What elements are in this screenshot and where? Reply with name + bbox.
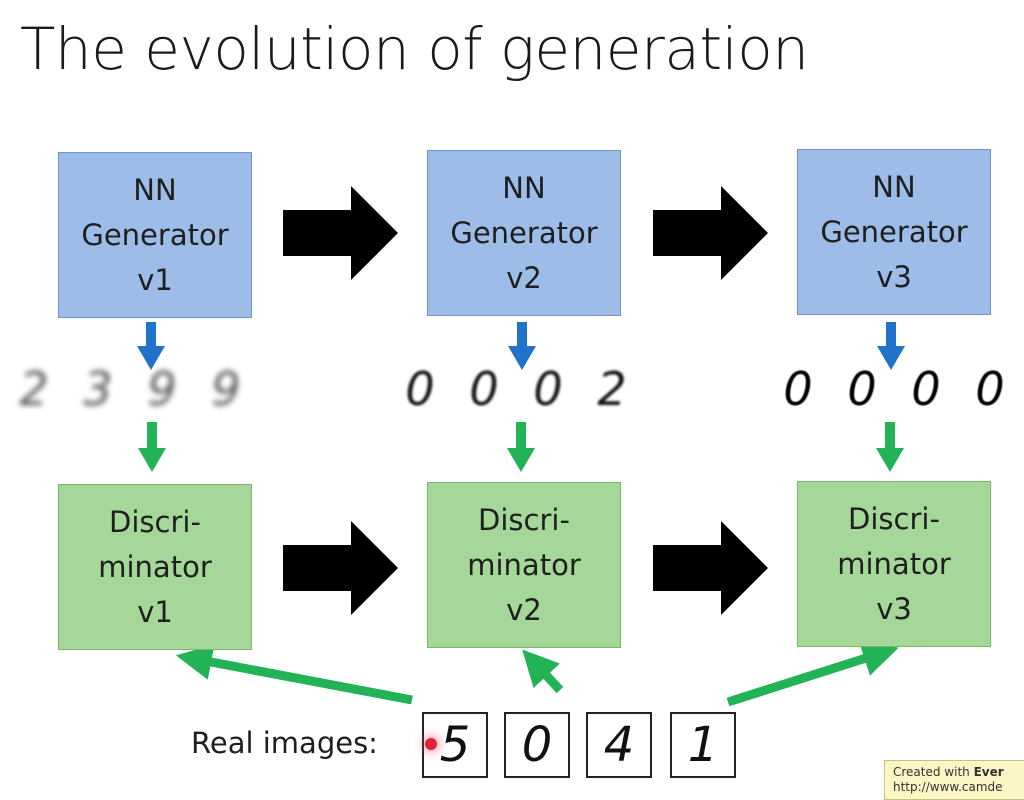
generate-arrow-1 xyxy=(137,322,165,370)
real-image-digit: 1 xyxy=(670,712,736,778)
discriminator-v3-line3: v3 xyxy=(876,591,912,626)
watermark-brand: Ever xyxy=(973,765,1004,779)
discriminator-v1-line2: minator xyxy=(98,549,212,584)
sample-to-disc-arrow-2 xyxy=(507,422,535,472)
real-to-disc-arrow-2 xyxy=(522,649,564,694)
generate-arrow-3 xyxy=(877,322,905,370)
evolution-arrow-gen-1 xyxy=(283,186,398,280)
discriminator-v1-line1: Discri- xyxy=(109,504,201,539)
watermark-url: http://www.camde xyxy=(893,780,1003,794)
evolution-arrow-disc-1 xyxy=(283,521,398,615)
discriminator-v2-line1: Discri- xyxy=(478,502,570,537)
generator-v3-line2: Generator xyxy=(820,214,968,249)
sample-digit: 0 xyxy=(911,362,941,416)
generator-v1-line3: v1 xyxy=(137,262,173,297)
sample-digit: 0 xyxy=(847,362,877,416)
watermark-badge: Created with Ever http://www.camde xyxy=(884,760,1024,800)
generator-v2-box: NN Generator v2 xyxy=(427,150,621,316)
real-image-digit: 4 xyxy=(586,712,652,778)
sample-digit: 0 xyxy=(975,362,1005,416)
generator-v2-line2: Generator xyxy=(450,215,598,250)
evolution-arrow-disc-2 xyxy=(653,521,768,615)
generator-v1-line2: Generator xyxy=(81,217,229,252)
generated-samples-v1: 2 3 9 9 xyxy=(6,362,254,416)
discriminator-v2-box: Discri- minator v2 xyxy=(427,482,621,648)
generator-v3-line1: NN xyxy=(872,169,916,204)
real-images-label: Real images: xyxy=(191,726,378,760)
sample-digit: 3 xyxy=(83,362,113,416)
discriminator-v1-box: Discri- minator v1 xyxy=(58,484,252,650)
sample-digit: 0 xyxy=(469,362,499,416)
discriminator-v2-line3: v2 xyxy=(506,592,542,627)
generate-arrow-2 xyxy=(508,322,536,370)
discriminator-v3-line1: Discri- xyxy=(848,501,940,536)
sample-digit: 0 xyxy=(405,362,435,416)
sample-digit: 9 xyxy=(211,362,241,416)
generated-samples-v2: 0 0 0 2 xyxy=(392,362,640,416)
real-image-digit: 0 xyxy=(504,712,570,778)
discriminator-v3-box: Discri- minator v3 xyxy=(797,481,991,647)
watermark-prefix: Created with xyxy=(893,765,974,779)
generator-v3-box: NN Generator v3 xyxy=(797,149,991,315)
discriminator-v1-line3: v1 xyxy=(137,594,173,629)
generator-v1-box: NN Generator v1 xyxy=(58,152,252,318)
real-to-disc-arrow-3 xyxy=(726,641,899,707)
evolution-arrow-gen-2 xyxy=(653,186,768,280)
generator-v3-line3: v3 xyxy=(876,259,912,294)
sample-to-disc-arrow-3 xyxy=(876,422,904,472)
generator-v1-line1: NN xyxy=(133,172,177,207)
sample-digit: 0 xyxy=(533,362,563,416)
slide-title: The evolution of generation xyxy=(20,15,809,83)
discriminator-v2-line2: minator xyxy=(467,547,581,582)
discriminator-v3-line2: minator xyxy=(837,546,951,581)
generator-v2-line3: v2 xyxy=(506,260,542,295)
generator-v2-line1: NN xyxy=(502,170,546,205)
laser-pointer-icon xyxy=(425,738,437,750)
generated-samples-v3: 0 0 0 0 xyxy=(770,362,1018,416)
sample-digit: 0 xyxy=(783,362,813,416)
sample-digit: 2 xyxy=(19,362,49,416)
sample-digit: 9 xyxy=(147,362,177,416)
real-to-disc-arrow-1 xyxy=(175,644,413,705)
sample-digit: 2 xyxy=(597,362,627,416)
sample-to-disc-arrow-1 xyxy=(138,422,166,472)
